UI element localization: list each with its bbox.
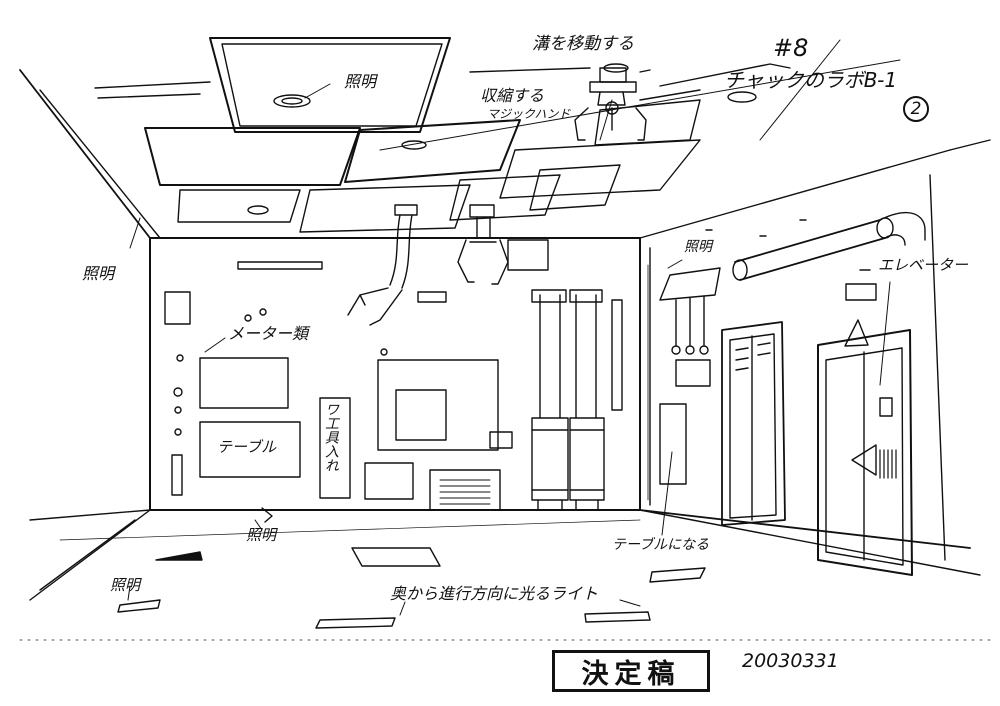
room-frame xyxy=(19,69,991,641)
twin-tanks xyxy=(531,289,605,511)
floor-light-center-label: 照明 xyxy=(246,526,277,544)
retracting-hand-label-2: マジックハンド xyxy=(487,107,571,121)
left-wall-light-label: 照明 xyxy=(82,264,115,283)
ceiling-claw-top xyxy=(574,67,647,141)
elevator-label: エレベーター xyxy=(878,256,969,274)
arm-claw-center xyxy=(457,204,509,285)
floor-lights xyxy=(117,507,706,629)
right-wall-fixtures xyxy=(647,211,926,576)
ceiling-lights xyxy=(247,63,757,215)
right-wall-light-label: 照明 xyxy=(684,239,712,255)
arm-claw-left xyxy=(347,204,418,326)
claw-track-label: 溝を移動する xyxy=(532,34,634,54)
scene-title: チャックのラボB-1 xyxy=(724,68,898,92)
page-number: 2 xyxy=(903,96,929,122)
back-wall-fixtures xyxy=(164,239,623,511)
scene-number: #8 xyxy=(773,34,809,62)
table-right-label: テーブルになる xyxy=(612,537,710,553)
floor-lights-note: 奥から進行方向に光るライト xyxy=(390,584,599,603)
meters-label: メーター類 xyxy=(228,324,309,343)
retracting-hand-label-1: 収縮する xyxy=(480,86,545,105)
table-left-label: テーブル xyxy=(217,438,277,456)
sheet-date: 20030331 xyxy=(742,650,839,672)
leader-lines xyxy=(127,83,891,616)
approval-stamp: 決定稿 xyxy=(552,650,710,692)
tool-box-label: ワ工具入れ xyxy=(323,402,339,472)
ceiling-light-label: 照明 xyxy=(344,72,377,91)
floor-light-left-label: 照明 xyxy=(110,576,141,594)
ceiling-panels xyxy=(94,37,901,233)
